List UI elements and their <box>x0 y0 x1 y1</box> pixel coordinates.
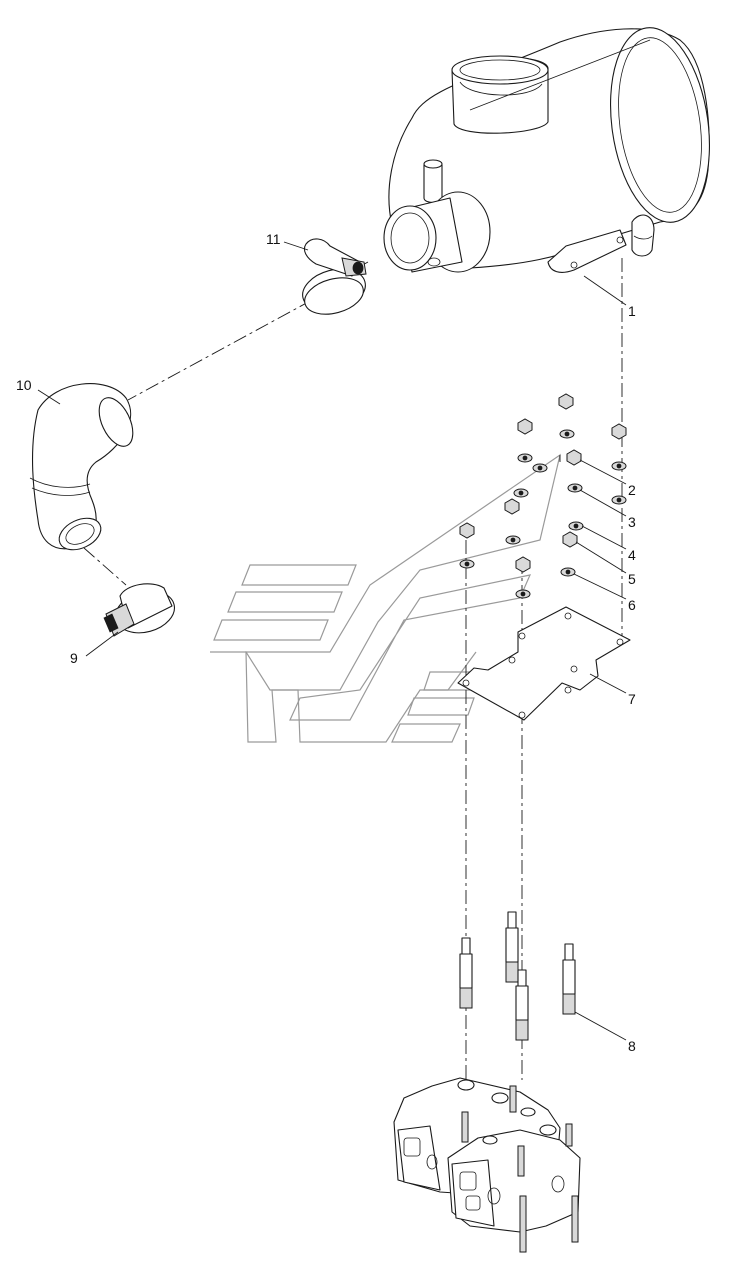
elbow-hose[interactable] <box>29 383 140 556</box>
callout-11: 11 <box>266 231 281 247</box>
callout-leader-lines <box>37 241 627 1041</box>
brand-watermark-logo <box>210 453 561 743</box>
cylinder-head-assembly <box>393 1077 581 1253</box>
callout-6: 6 <box>628 597 636 613</box>
callout-1: 1 <box>628 303 636 319</box>
callout-5: 5 <box>628 571 636 587</box>
air-cleaner-housing[interactable] <box>383 21 721 273</box>
callout-4: 4 <box>628 547 636 563</box>
mounting-plate[interactable] <box>457 606 631 721</box>
callout-10: 10 <box>16 377 32 393</box>
hose-clamp-lower[interactable] <box>103 583 179 639</box>
stud-set[interactable] <box>459 911 576 1041</box>
hose-clamp-upper[interactable] <box>298 238 370 320</box>
callout-2: 2 <box>628 482 636 498</box>
callout-9: 9 <box>70 650 78 666</box>
callout-8: 8 <box>628 1038 636 1054</box>
callout-labels: 1 2 3 4 5 6 7 8 9 10 11 <box>16 231 636 1054</box>
callout-3: 3 <box>628 514 636 530</box>
nut-washer-set[interactable] <box>459 393 627 599</box>
callout-7: 7 <box>628 691 636 707</box>
